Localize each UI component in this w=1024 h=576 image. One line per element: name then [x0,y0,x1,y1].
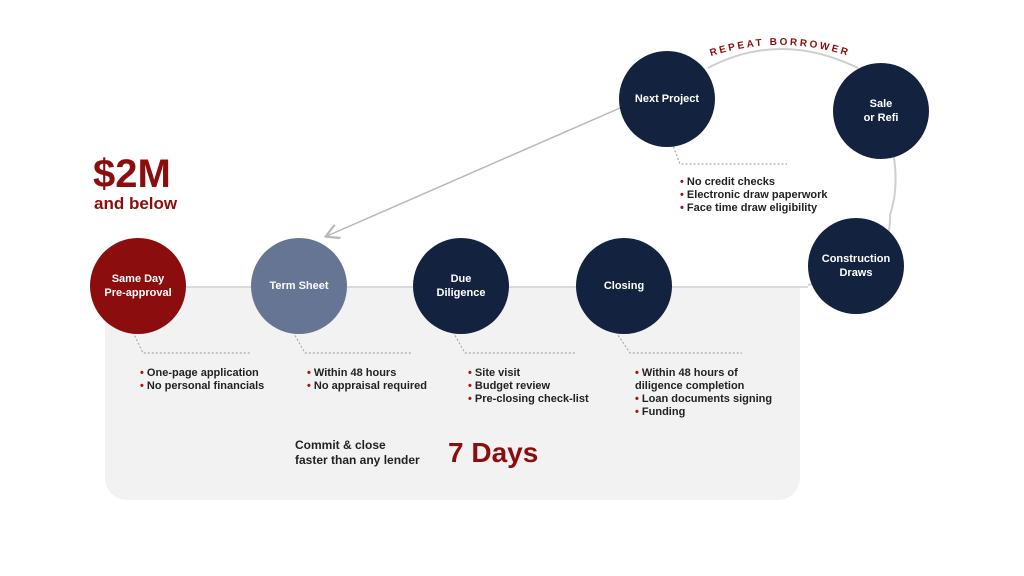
due-diligence-bullets: Site visit Budget review Pre-closing che… [468,367,589,406]
list-item: Budget review [468,380,589,393]
next-project-bullets: No credit checks Electronic draw paperwo… [680,176,828,215]
return-arrow [327,107,621,236]
list-item: No personal financials [140,380,264,393]
list-item: No appraisal required [307,380,427,393]
summary-highlight: 7 Days [448,437,539,468]
cycle-next-project: Next Project [619,51,715,147]
term-sheet-bullets: Within 48 hours No appraisal required [307,367,427,393]
step-due-diligence: Due Diligence [413,238,509,334]
list-item: Funding [635,406,772,419]
preapproval-bullets: One-page application No personal financi… [140,367,264,393]
list-item: One-page application [140,367,264,380]
list-item: Site visit [468,367,589,380]
dotted-leaders [132,142,787,354]
headline-amount: $2M [93,152,171,196]
cycle-line-next-sale [707,48,859,69]
list-item: Pre-closing check-list [468,393,589,406]
closing-bullets: Within 48 hours of diligence completion … [635,367,772,419]
list-item: No credit checks [680,176,828,189]
headline-subtitle: and below [94,194,178,213]
step-term-sheet: Term Sheet [251,238,347,334]
list-item: Electronic draw paperwork [680,189,828,202]
step-same-day-preapproval: Same Day Pre-approval [90,238,186,334]
list-item: Loan documents signing [635,393,772,406]
cycle-construction-draws: Construction Draws [808,218,904,314]
step-closing: Closing [576,238,672,334]
summary-text: Commit & close faster than any lender [295,438,420,467]
list-item: Within 48 hours of diligence completion [635,367,772,393]
cycle-sale-or-refi: Sale or Refi [833,63,929,159]
list-item: Within 48 hours [307,367,427,380]
list-item: Face time draw eligibility [680,202,828,215]
